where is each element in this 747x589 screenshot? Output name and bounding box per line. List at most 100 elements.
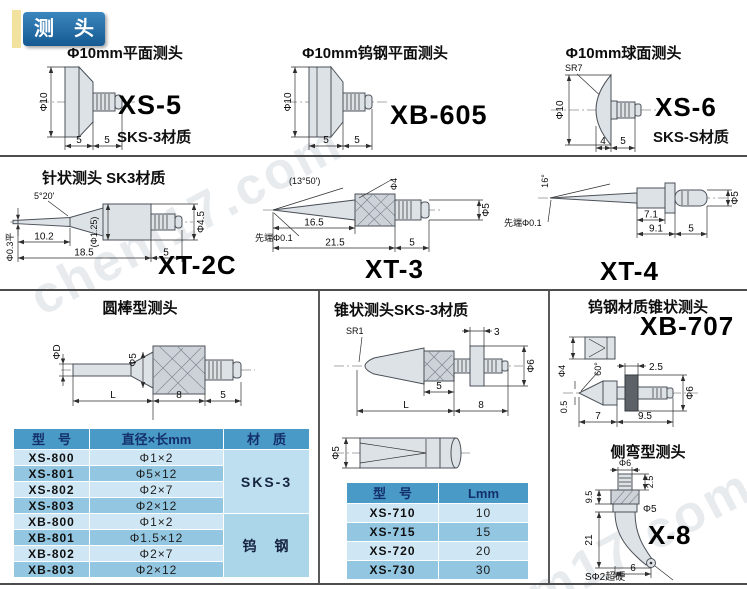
cone-section-diagram: Φ5 [331, 437, 472, 469]
bent-title: 侧弯型测头 [610, 444, 686, 461]
divider [318, 291, 320, 583]
dim-label: 5 [354, 135, 360, 146]
dim-label: Φ5 [730, 191, 741, 205]
probe-outline [72, 345, 242, 395]
dim-label: 先端Φ0.1 [255, 232, 293, 243]
dim-label: Φ10 [39, 92, 50, 112]
xs6-title: Φ10mm球面测头 [565, 45, 682, 62]
length-cell: 30 [438, 560, 529, 580]
dimension-lines [291, 66, 373, 150]
dim-label: (13°50') [289, 176, 320, 186]
dimension-lines [636, 189, 732, 238]
dim-label: 0.5 [559, 401, 569, 414]
model-cell: XS-801 [13, 465, 90, 482]
xt2c-model: XT-2C [158, 250, 237, 280]
xs5-material: SKS-3材质 [117, 129, 192, 146]
dim-label: Φ5 [643, 504, 657, 515]
col-header-model: 型 号 [13, 428, 90, 450]
dim-label: SR7 [565, 63, 583, 73]
divider [0, 289, 747, 291]
probe-outline [272, 193, 430, 227]
dim-label: Φ10 [283, 92, 294, 112]
dim-label: Φ6 [685, 386, 696, 400]
dim-label: 2.5 [645, 476, 655, 489]
divider [548, 291, 550, 583]
dim-label: L [110, 390, 116, 401]
xt4-diagram: 16° 先端Φ0.1 7.1 9.1 5 Φ5 [504, 174, 741, 238]
model-cell: XB-802 [13, 545, 90, 562]
dimension-lines [595, 473, 674, 581]
dim-label: SR1 [346, 326, 364, 336]
dimension-lines [59, 352, 242, 420]
model-cell: XS-803 [13, 497, 90, 514]
dim-label: SΦ2超硬 [585, 570, 625, 583]
probe-outline [308, 65, 373, 139]
dim-label: 5 [163, 248, 169, 259]
needle-title: 针状测头 SK3材质 [42, 170, 166, 187]
dim-label: 5 [76, 135, 82, 146]
dim-label: Φ6 [619, 458, 631, 468]
dim-label: 9.1 [649, 224, 663, 235]
xb605-model: XB-605 [390, 100, 488, 130]
size-cell: Φ2×12 [89, 497, 224, 514]
size-cell: Φ1×2 [89, 449, 224, 466]
size-cell: Φ2×7 [89, 545, 224, 562]
dim-label: 8 [478, 400, 484, 411]
size-cell: Φ2×12 [89, 561, 224, 578]
tungsten-title: 钨钢材质锥状测头 [587, 299, 708, 316]
dimension-lines [610, 467, 640, 474]
dim-label: Φ5 [331, 446, 342, 460]
xt3-model: XT-3 [365, 254, 424, 284]
xb707-model: XB-707 [640, 311, 735, 341]
size-cell: Φ2×7 [89, 481, 224, 498]
dim-label: Φ6 [526, 359, 537, 373]
size-cell: Φ1×2 [89, 513, 224, 530]
probe-outline [577, 374, 674, 412]
col-header-size: 直径×长mm [89, 428, 224, 450]
dim-label: Φ10 [555, 100, 566, 120]
accent-bar [12, 10, 21, 48]
probe-outline [610, 473, 656, 568]
dim-label: 5 [688, 224, 694, 235]
dim-label: 2.5 [649, 362, 663, 373]
xs6-model: XS-6 [655, 92, 717, 122]
rod-diagram: ΦD Φ5 L 8 5 [52, 344, 255, 420]
dim-label: L [403, 400, 409, 411]
dim-label: Φ5 [481, 203, 492, 217]
xt3-diagram: (13°50') Φ4 先端Φ0.1 16.5 21.5 5 Φ5 [255, 176, 492, 252]
x8-model: X-8 [648, 520, 692, 550]
probe-outline [64, 65, 123, 139]
dimension-lines [578, 363, 687, 427]
length-cell: 20 [438, 541, 529, 561]
xt4-model: XT-4 [600, 256, 659, 286]
col-header-model: 型 号 [346, 482, 439, 504]
probe-outline [12, 203, 183, 241]
dim-label: 5°20' [34, 191, 55, 201]
model-cell: XS-715 [346, 522, 439, 542]
probe-outline [359, 437, 462, 469]
dim-label: Φ4.5 [196, 211, 207, 233]
model-cell: XS-802 [13, 481, 90, 498]
dim-label: 5 [436, 381, 442, 392]
xt2c-diagram: 5°20' Φ0.3平 (Φ1.25) 10.2 18.5 5 Φ4.5 [5, 191, 207, 262]
dim-label: 5 [104, 135, 110, 146]
dim-label: 21 [584, 534, 595, 546]
model-cell: XB-801 [13, 529, 90, 546]
table-header-row: 型 号 直径×长mm 材 质 [13, 428, 310, 450]
dim-label: 10.2 [34, 232, 54, 243]
section-tab[interactable]: 测 头 [23, 12, 105, 46]
xs5-title: Φ10mm平面测头 [67, 45, 183, 62]
dim-label: 8 [176, 390, 182, 401]
